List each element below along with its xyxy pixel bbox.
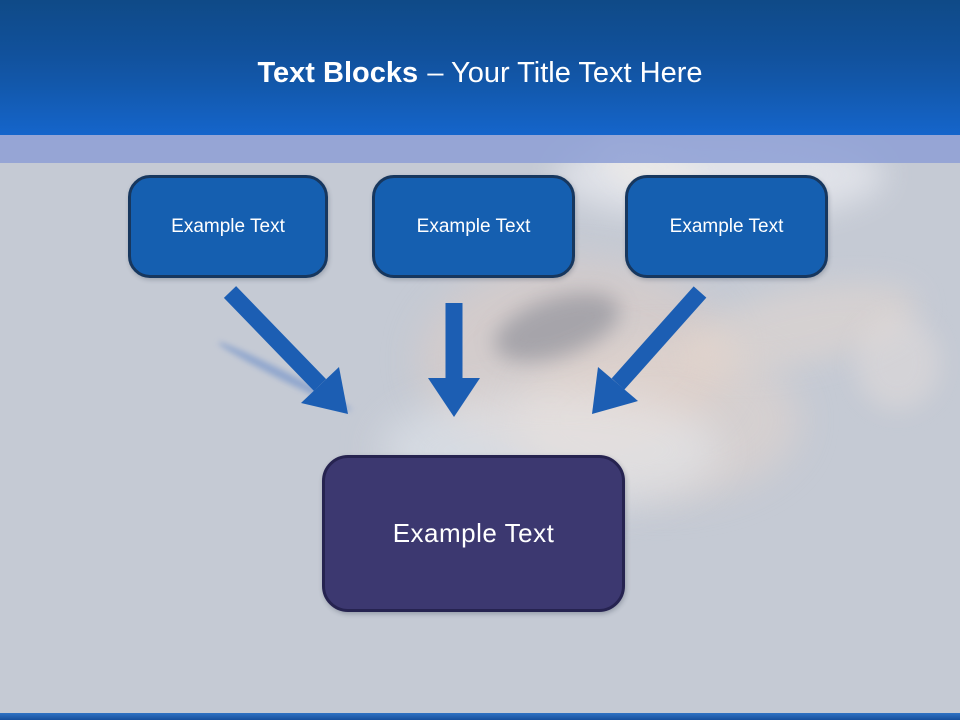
slide-title-rest: – Your Title Text Here <box>427 57 703 89</box>
slide-title: Text Blocks– Your Title Text Here <box>0 54 960 92</box>
result-block-label: Example Text <box>392 518 555 548</box>
text-block-3-label: Example Text <box>669 215 784 237</box>
footer-bar <box>0 713 960 720</box>
text-block-1-label: Example Text <box>171 215 285 237</box>
title-bar: Text Blocks– Your Title Text Here <box>0 0 960 135</box>
slide-title-bold: Text Blocks <box>257 57 419 89</box>
ghost-blue-streak <box>216 338 354 415</box>
ghost-hand-shape <box>855 315 940 410</box>
text-block-2: Example Text <box>372 175 575 278</box>
text-block-1: Example Text <box>128 175 328 278</box>
result-block: Example Text <box>322 455 625 612</box>
text-block-2-label: Example Text <box>416 215 531 237</box>
text-block-3: Example Text <box>625 175 828 278</box>
header-sub-band <box>0 135 960 163</box>
